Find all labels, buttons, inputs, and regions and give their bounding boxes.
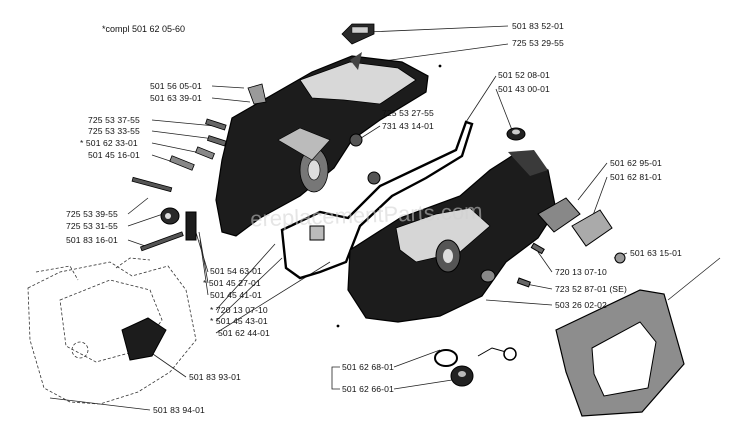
part-label: 725 53 39-55 [66,209,118,219]
fuel-cap-part [434,347,517,387]
buffer-part [160,207,197,241]
part-label: 501 83 94-01 [153,405,205,415]
part-label: 501 45 41-01 [210,290,262,300]
part-label: 501 63 39-01 [150,93,202,103]
part-label: * 501 45 43-01 [210,316,268,326]
part-label: 725 53 29-55 [512,38,564,48]
part-label: 501 83 16-01 [66,235,118,245]
part-label: 725 53 27-55 [382,108,434,118]
part-label: * 501 45 27-01 [203,278,261,288]
part-label: 501 62 95-01 [610,158,662,168]
starter-housing-part [555,289,685,417]
part-label: 501 45 16-01 [88,150,140,160]
grommet-part [506,127,526,141]
part-label: 501 62 66-01 [342,384,394,394]
part-label: 501 63 15-01 [630,248,682,258]
part-label: 720 13 07-10 [555,267,607,277]
part-label: * 501 62 33-01 [80,138,138,148]
engine-block-outline [27,257,197,405]
part-label: 501 52 08-01 [498,70,550,80]
asterisk-markers [336,64,442,328]
crankcase-part [347,150,557,323]
cylinder-cover-part [215,52,429,237]
part-label: 501 62 68-01 [342,362,394,372]
part-label: 501 83 93-01 [189,372,241,382]
plates-part [516,197,626,288]
part-label: 503 26 02-02 [555,300,607,310]
part-label: 501 83 52-01 [512,21,564,31]
gasket-part [280,120,474,280]
part-label: 725 53 31-55 [66,221,118,231]
part-label: * 720 13 07-10 [210,305,268,315]
leader-lines [49,25,721,411]
part-label: 501 62 44-01 [218,328,270,338]
part-label: 501 62 81-01 [610,172,662,182]
part-label: 725 53 37-55 [88,115,140,125]
part-label: 501 43 00-01 [498,84,550,94]
part-label: 501 56 05-01 [150,81,202,91]
assembly-note: *compl 501 62 05-60 [102,24,186,34]
bracket-part [247,83,267,105]
part-label: 723 52 87-01 (SE) [555,284,627,294]
screws-part [131,118,227,252]
part-label: 501 54 63-01 [210,266,262,276]
part-label: 731 43 14-01 [382,121,434,131]
handle-part [121,317,167,361]
filter-cap-part [341,23,375,45]
part-label: 725 53 33-55 [88,126,140,136]
